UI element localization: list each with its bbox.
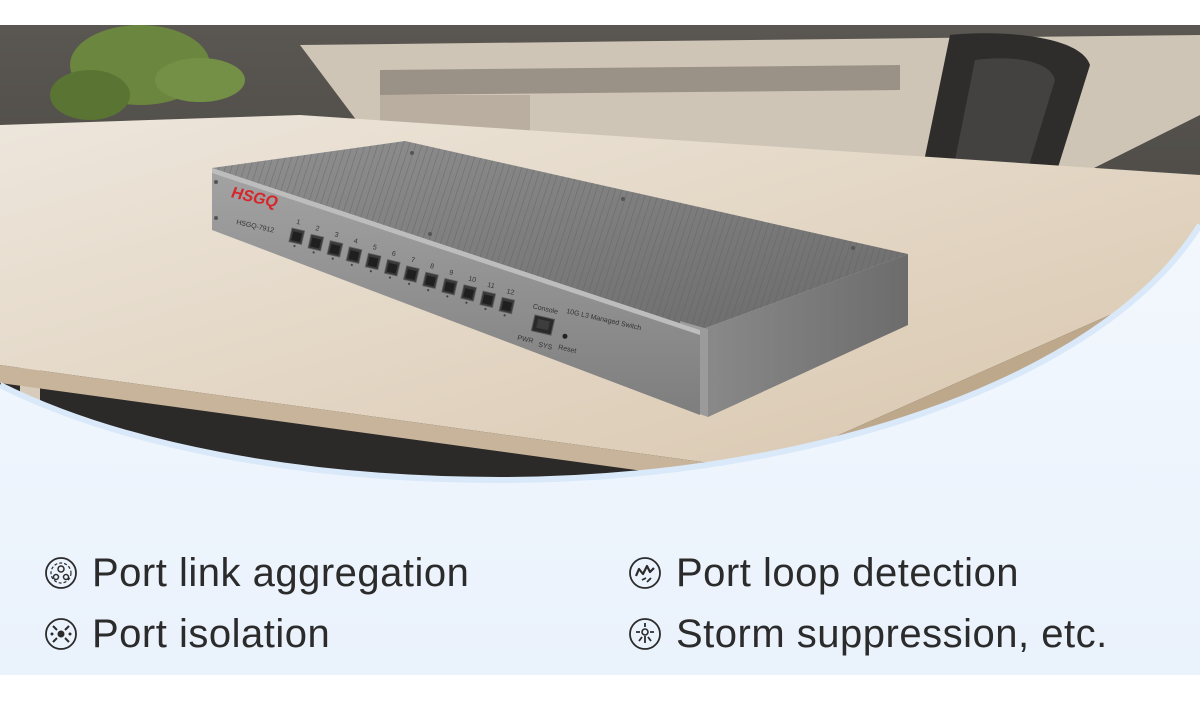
sfp-port[interactable]: 9 <box>441 269 460 299</box>
port-number: 6 <box>391 250 396 258</box>
port-number: 7 <box>410 257 415 265</box>
sfp-port[interactable]: 1 <box>288 218 307 248</box>
sfp-port[interactable]: 10 <box>460 275 479 305</box>
port-number: 5 <box>372 244 377 252</box>
feature-label: Port link aggregation <box>92 550 470 595</box>
sfp-port[interactable]: 2 <box>307 225 326 255</box>
port-number: 10 <box>467 276 476 285</box>
sfp-port[interactable]: 11 <box>479 281 498 311</box>
feature-label: Port loop detection <box>676 550 1020 595</box>
port-number: 12 <box>506 288 515 297</box>
sys-label: SYS <box>538 342 554 352</box>
isolation-icon <box>44 617 78 651</box>
port-number: 11 <box>487 282 496 290</box>
reset-button[interactable] <box>562 333 568 339</box>
sfp-port[interactable]: 3 <box>326 231 345 261</box>
sfp-port[interactable]: 7 <box>402 256 422 286</box>
port-number: 3 <box>334 232 339 240</box>
port-number: 8 <box>429 263 434 271</box>
feature-list: Port link aggregation Port loop detectio… <box>0 515 1200 665</box>
sfp-port[interactable]: 4 <box>345 237 364 267</box>
feature-label: Port isolation <box>92 611 331 656</box>
reset-label: Reset <box>557 344 576 355</box>
feature-loop-detection: Port loop detection <box>628 548 1019 598</box>
storm-suppression-icon <box>628 617 662 651</box>
port-number: 9 <box>448 269 453 277</box>
sfp-port[interactable]: 5 <box>364 243 383 273</box>
sfp-port[interactable]: 12 <box>498 288 517 318</box>
sfp-port[interactable]: 6 <box>383 250 402 280</box>
feature-label: Storm suppression, etc. <box>676 611 1108 656</box>
port-number: 1 <box>296 219 301 227</box>
feature-storm-suppression: Storm suppression, etc. <box>628 609 1108 659</box>
pwr-label: PWR <box>517 335 534 345</box>
port-number: 2 <box>315 225 320 233</box>
port-number: 4 <box>353 238 358 246</box>
feature-link-aggregation: Port link aggregation <box>44 548 469 598</box>
feature-isolation: Port isolation <box>44 609 330 659</box>
sfp-port[interactable]: 8 <box>422 262 441 292</box>
link-aggregation-icon <box>44 556 78 590</box>
loop-detection-icon <box>628 556 662 590</box>
